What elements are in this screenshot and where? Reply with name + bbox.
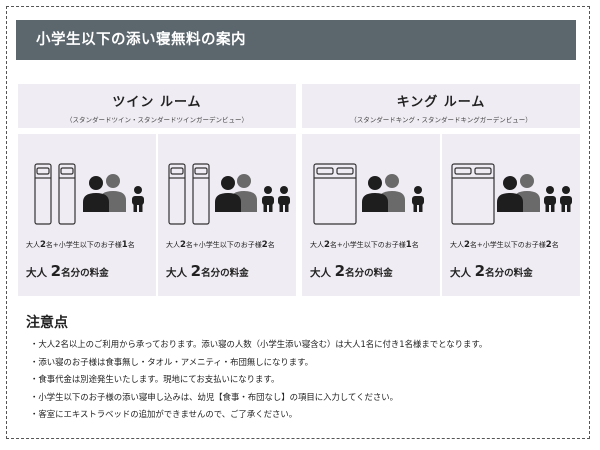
case-card-twin-2children: 大人2名+小学生以下のお子様2名 大人 2名分の料金 [158,134,296,296]
room-name: キング ルーム [396,95,486,110]
fee-label: 大人 2名分の料金 [26,262,109,280]
child-person-icon [262,186,290,212]
fee-label: 大人 2名分の料金 [310,262,393,280]
dashed-frame [6,6,590,439]
guest-composition: 大人2名+小学生以下のお子様2名 [450,240,559,250]
note-item: ・小学生以下のお子様の添い寝申し込みは、幼児【食事・布団なし】の項目に入力してく… [30,391,398,402]
page-title: 小学生以下の添い寝無料の案内 [16,20,576,60]
case-card-king-1child: 大人2名+小学生以下のお子様1名 大人 2名分の料金 [302,134,440,296]
guest-composition: 大人2名+小学生以下のお子様1名 [310,240,419,250]
child-person-icon [544,186,572,212]
note-item: ・食事代金は別途発生いたします。現地にてお支払いになります。 [30,374,280,385]
adult-person-icon [83,174,126,212]
case-card-king-2children: 大人2名+小学生以下のお子様2名 大人 2名分の料金 [442,134,580,296]
bed-icon [451,163,495,225]
room-header-king: キング ルーム （スタンダードキング・スタンダードキングガーデンビュー） [302,84,580,128]
child-person-icon [412,186,424,212]
room-subtitle: （スタンダードツイン・スタンダードツインガーデンビュー） [66,116,248,124]
room-header-twin: ツイン ルーム （スタンダードツイン・スタンダードツインガーデンビュー） [18,84,296,128]
notes-heading: 注意点 [26,315,68,331]
room-name: ツイン ルーム [112,95,202,110]
case-card-twin-1child: 大人2名+小学生以下のお子様1名 大人 2名分の料金 [18,134,156,296]
child-person-icon [132,186,144,212]
guest-composition: 大人2名+小学生以下のお子様1名 [26,240,135,250]
note-item: ・客室にエキストラベッドの追加ができませんので、ご了承ください。 [30,409,298,420]
guest-composition: 大人2名+小学生以下のお子様2名 [166,240,275,250]
room-subtitle: （スタンダードキング・スタンダードキングガーデンビュー） [350,116,532,124]
bed-icon [34,163,76,225]
adult-person-icon [497,174,540,212]
note-item: ・大人2名以上のご利用から承っております。添い寝の人数（小学生添い寝含む）は大人… [30,339,488,349]
fee-label: 大人 2名分の料金 [450,262,533,280]
adult-person-icon [215,174,257,212]
fee-label: 大人 2名分の料金 [166,262,249,280]
note-item: ・添い寝のお子様は食事無し・タオル・アメニティ・布団無しになります。 [30,356,313,367]
bed-icon [168,163,210,225]
adult-person-icon [362,174,405,212]
notes-list: ・大人2名以上のご利用から承っております。添い寝の人数（小学生添い寝含む）は大人… [30,336,487,424]
bed-icon [313,163,357,225]
